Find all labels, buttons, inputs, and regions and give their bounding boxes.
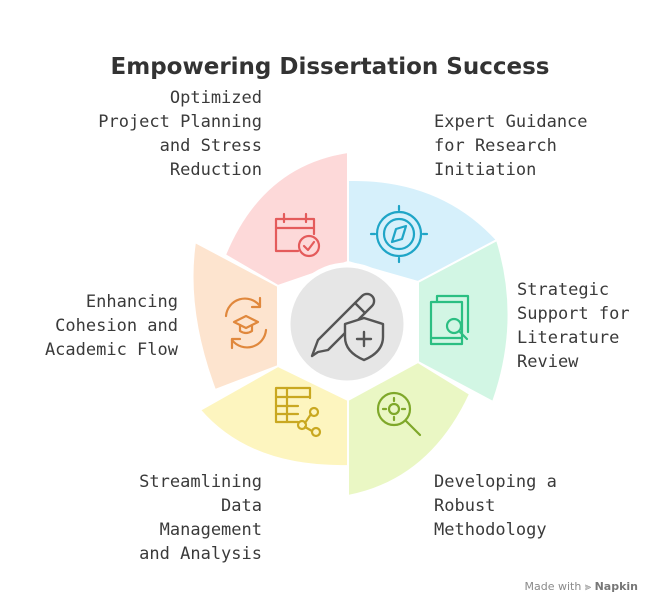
label-academic-flow: Enhancing Cohesion and Academic Flow [44, 292, 178, 360]
diagram-title: Empowering Dissertation Success [110, 54, 550, 80]
footer-brand: Napkin [594, 580, 638, 593]
table-share-icon [274, 386, 322, 438]
pencil-shield-icon [310, 292, 385, 362]
segment-academic-flow [191, 240, 279, 392]
label-data-management: Streamlining Data Management and Analysi… [139, 472, 262, 564]
footer-credit: Made with ⫸ Napkin [525, 580, 638, 594]
napkin-logo-icon: ⫸ [584, 580, 592, 593]
magnifier-gear-icon [376, 391, 422, 437]
label-methodology: Developing a Robust Methodology [434, 472, 557, 540]
label-literature-review: Strategic Support for Literature Review [517, 280, 630, 372]
cap-cycle-icon [224, 296, 268, 350]
segment-research-initiation [347, 178, 499, 284]
book-search-icon [429, 294, 470, 346]
label-project-planning: Optimized Project Planning and Stress Re… [98, 88, 262, 180]
footer-made-with: Made with [524, 580, 582, 593]
segment-methodology [347, 360, 472, 498]
compass-icon [369, 204, 429, 264]
calendar-check-icon [274, 212, 321, 258]
label-research-initiation: Expert Guidance for Research Initiation [434, 112, 588, 180]
segment-literature-review [417, 238, 510, 404]
